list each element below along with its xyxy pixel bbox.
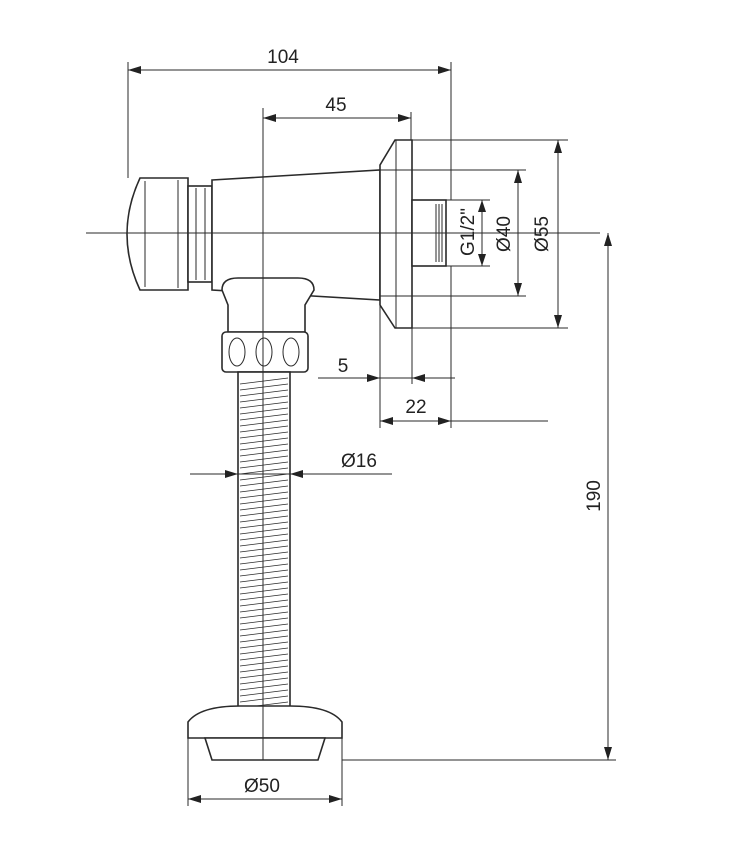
- thread-label: G1/2": [458, 208, 479, 256]
- dim-55-label: Ø55: [532, 216, 553, 252]
- dim-190-label: 190: [584, 480, 605, 512]
- dim-16-label: Ø16: [341, 451, 377, 472]
- dim-50: Ø50: [187, 738, 343, 806]
- dim-diameters: Ø55 Ø40 G1/2": [380, 139, 568, 329]
- dim-50-label: Ø50: [244, 776, 280, 797]
- elbow-joint: [221, 277, 315, 333]
- dim-104: 104: [127, 47, 452, 200]
- flush-valve-body: [126, 139, 447, 761]
- base-skirt: [203, 737, 327, 761]
- dim-104-label: 104: [267, 47, 299, 68]
- dim-5-label: 5: [338, 356, 349, 377]
- dim-45-label: 45: [325, 95, 346, 116]
- dim-45: 45: [263, 95, 412, 140]
- dim-40-label: Ø40: [494, 216, 515, 252]
- dim-16: Ø16: [190, 451, 392, 478]
- dim-22-label: 22: [405, 397, 426, 418]
- dim-190: 190: [342, 233, 616, 761]
- base-rose: [187, 705, 343, 739]
- button-neck: [187, 185, 213, 283]
- tube-hatching: [239, 377, 289, 709]
- dim-5-22: 5 22: [318, 266, 548, 428]
- push-button: [126, 177, 189, 291]
- center-lines: [86, 108, 600, 760]
